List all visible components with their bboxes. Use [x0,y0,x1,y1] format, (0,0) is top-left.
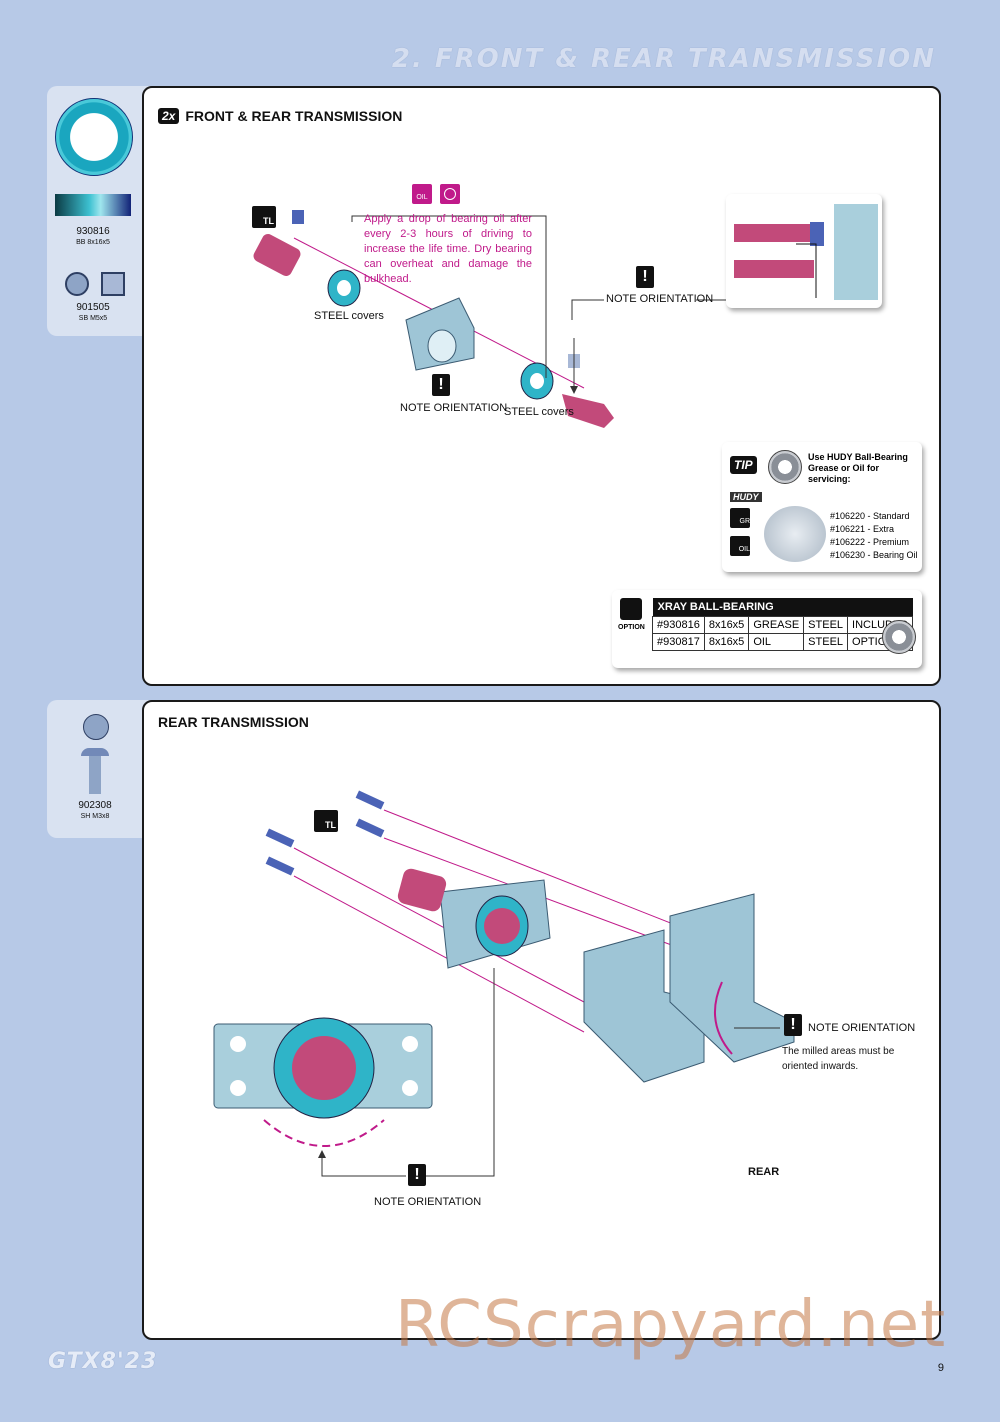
bearing-icon [882,620,916,654]
cell: #930816 [652,616,705,634]
option-card: OPTION XRAY BALL-BEARING #930816 8x16x5 … [612,590,922,668]
part-desc: SH M3x8 [80,813,110,820]
cell: OIL [748,633,805,651]
table-row: #930816 8x16x5 GREASE STEEL INCLUDED [652,616,914,634]
tip-item: #106220 - Standard [830,511,910,521]
note-orientation-label: NOTE ORIENTATION [808,1022,916,1034]
milled-note: The milled areas must be oriented inward… [782,1046,895,1072]
tip-item-list: #106220 - Standard #106221 - Extra #1062… [830,510,918,562]
cell: 8x16x5 [703,633,750,651]
warning-icon: ! [636,266,654,288]
quantity-badge: 2x [158,108,180,124]
part-desc: BB 8x16x5 [76,239,110,246]
drive-cup-part [253,234,301,276]
table-title: XRAY BALL-BEARING [652,598,913,617]
part-desc: SB M5x5 [78,315,108,322]
bearing-icon [768,450,802,484]
steel-covers-label: STEEL covers [504,406,574,418]
parts-tab-step2: 902308 SH M3x8 [47,700,157,838]
warning-icon: ! [408,1164,426,1186]
step1-panel: 2x FRONT & REAR TRANSMISSION TL OIL Appl… [142,86,941,686]
detail-card [726,194,882,308]
screw-head-icon [83,714,109,740]
oil-icon: OIL [730,536,750,556]
screw-side-icon [81,748,109,756]
cell: STEEL [803,633,849,651]
oil-note: Apply a drop of bearing oil after every … [364,213,532,285]
part-code: 901505 [76,302,110,313]
part-code: 902308 [78,800,112,811]
step1-title: FRONT & REAR TRANSMISSION [185,108,403,124]
note-orientation-label: NOTE ORIENTATION [606,293,714,305]
bearing-side-icon [55,194,131,216]
drive-cup-part [397,868,447,912]
tip-tag: TIP [730,456,757,474]
step1-illustration [253,210,804,428]
clock-icon [440,184,460,204]
warning-icon: ! [784,1014,802,1036]
tip-item: #106230 - Bearing Oil [830,550,918,560]
warning-icon: ! [432,374,450,396]
grease-tin-image [764,506,826,562]
set-screw-side-icon [101,272,125,296]
step2-title: REAR TRANSMISSION [158,714,309,730]
tip-item: #106222 - Premium [830,537,910,547]
set-screw-icon [65,272,89,296]
parts-tab-step1: 930816 BB 8x16x5 901505 SB M5x5 [47,86,157,336]
option-label: OPTION [618,624,645,631]
screw-part [265,856,295,876]
detail-illustration [734,204,878,300]
pinion-shaft-part [562,394,614,428]
tip-text: Use HUDY Ball-Bearing Grease or Oil for … [808,452,908,484]
screw-shank-icon [89,756,101,794]
chapter-title: 2. FRONT & REAR TRANSMISSION [391,44,936,74]
grease-icon: GR [730,508,750,528]
cell: 8x16x5 [703,616,750,634]
set-screw-part [292,210,304,224]
screw-part [355,790,385,810]
cell: STEEL [803,616,849,634]
threadlock-icon: TL [314,810,338,832]
hudy-logo: HUDY [730,492,762,502]
note-orientation-label: NOTE ORIENTATION [400,402,508,414]
step2-panel: REAR TRANSMISSION [142,700,941,1340]
ball-bearing-table: XRAY BALL-BEARING #930816 8x16x5 GREASE … [652,598,914,651]
page-number: 9 [937,1362,944,1374]
cell: #930817 [652,633,705,651]
cell: GREASE [748,616,805,634]
rear-label: REAR [748,1166,780,1178]
threadlock-icon: TL [252,206,276,228]
footer-logo: GTX8'23 [48,1349,158,1374]
bearing-icon [55,98,133,176]
tip-card: TIP Use HUDY Ball-Bearing Grease or Oil … [722,442,922,572]
tip-item: #106221 - Extra [830,524,895,534]
thumbs-up-icon [620,598,642,620]
steel-covers-label: STEEL covers [314,310,384,322]
step2-illustration [213,790,795,1177]
screw-part [355,818,385,838]
screw-part [265,828,295,848]
watermark: RCScrapyard.net [395,1288,947,1362]
oil-icon: OIL [412,184,432,204]
note-orientation-label: NOTE ORIENTATION [374,1196,482,1208]
table-row: #930817 8x16x5 OIL STEEL OPTION [652,633,914,651]
part-code: 930816 [76,226,110,237]
step1-title-row: 2x FRONT & REAR TRANSMISSION [158,108,402,124]
